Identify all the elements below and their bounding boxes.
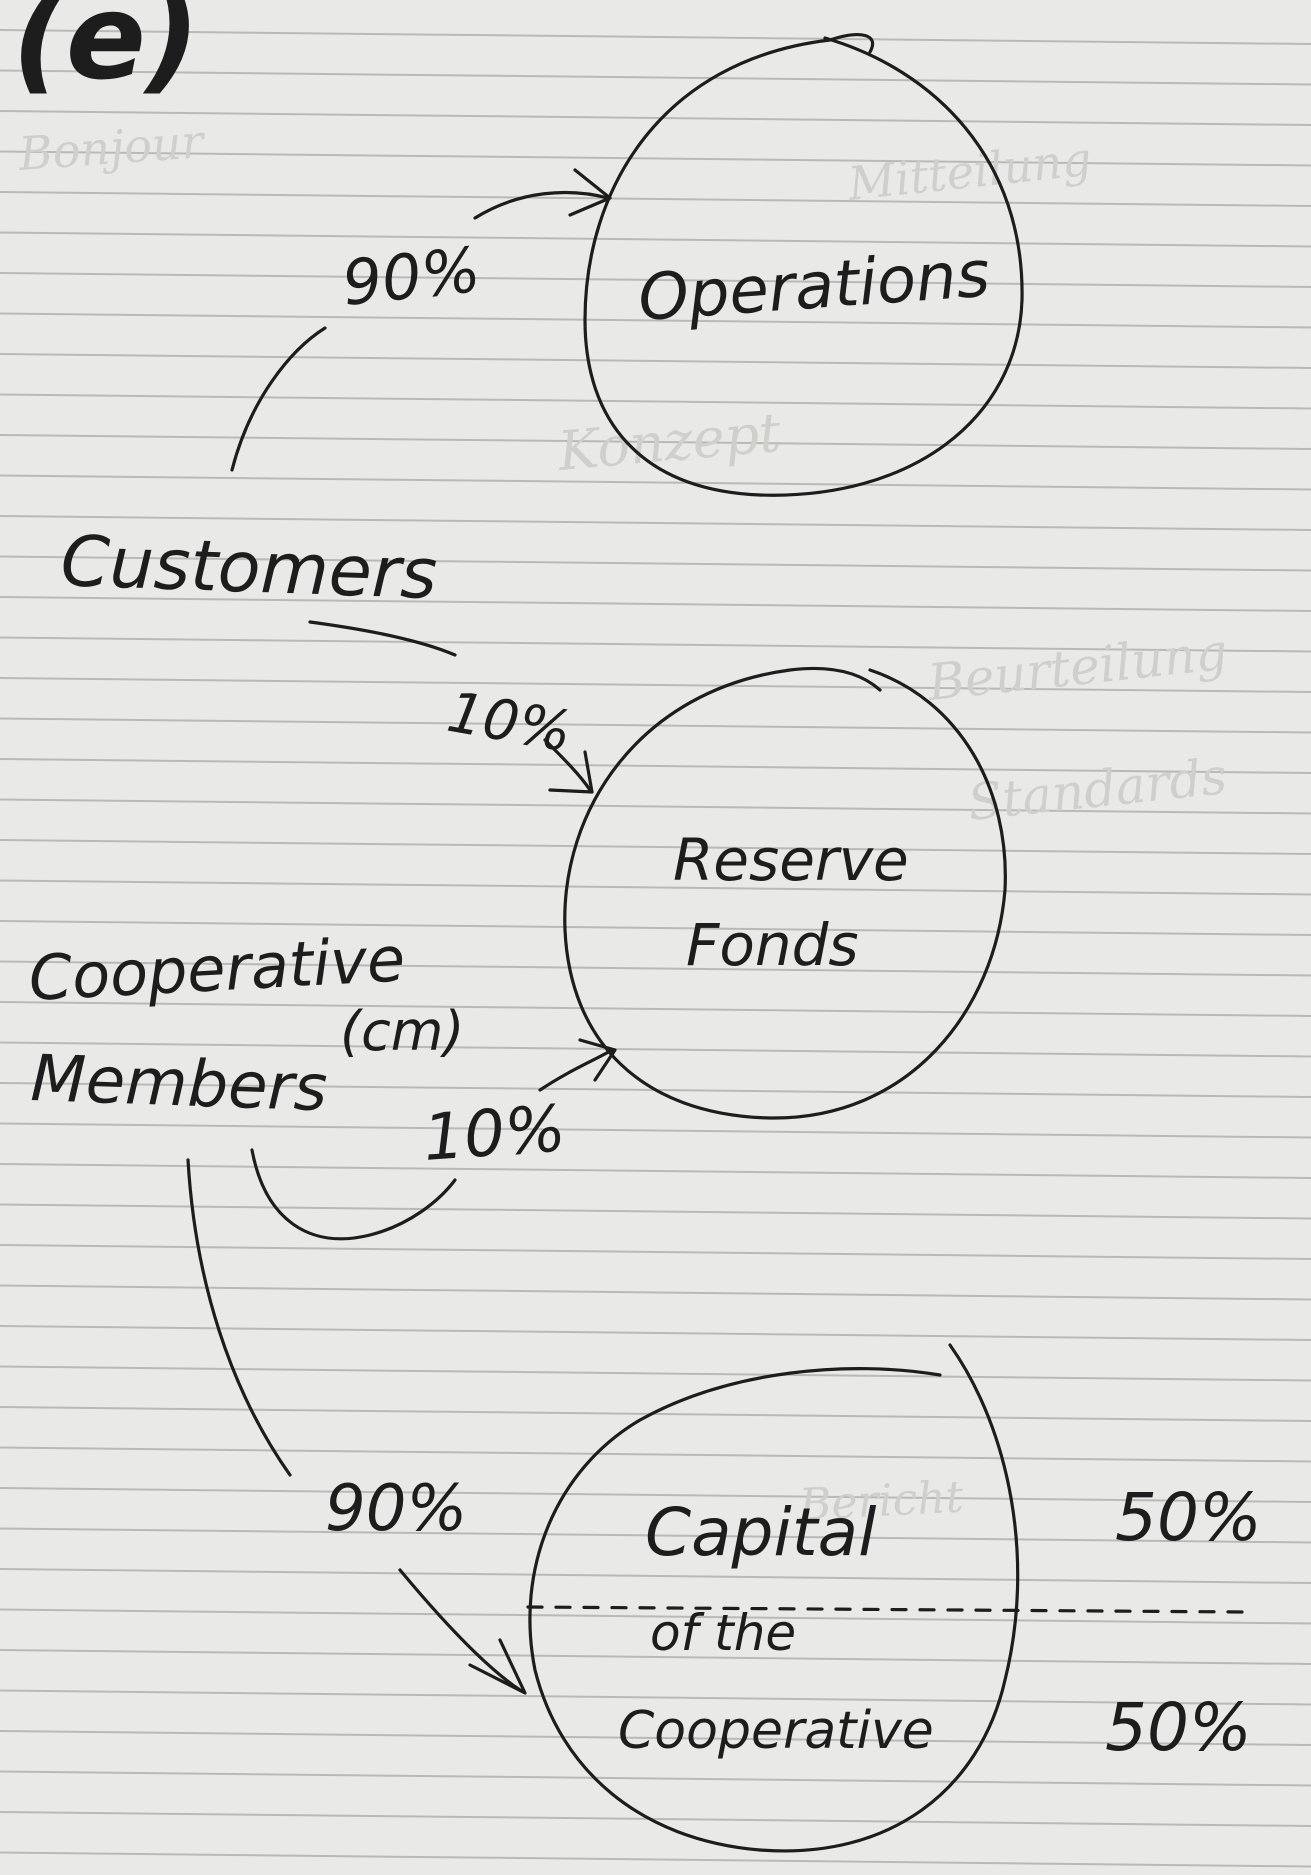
svg-text:Beurteilung: Beurteilung [924, 623, 1230, 712]
ruled-line [0, 312, 1311, 329]
ruled-line [0, 353, 1311, 369]
ruled-line [0, 1527, 1311, 1544]
ruled-line [0, 1851, 1311, 1868]
ruled-line [0, 1770, 1311, 1787]
ruled-line [0, 474, 1311, 491]
operations-circle [583, 33, 1024, 497]
reserve-label-line1: Reserve [673, 826, 909, 894]
ruled-lines [0, 29, 1311, 1868]
ruled-line [0, 150, 1311, 167]
ruled-line [0, 1446, 1311, 1463]
capital-circle [528, 1343, 1020, 1853]
members-abbrev: (cm) [340, 1000, 464, 1063]
ruled-line [0, 636, 1311, 653]
ruled-line [0, 596, 1311, 612]
ruled-line [0, 29, 1311, 45]
ruled-line [0, 69, 1311, 86]
ruled-line [0, 231, 1311, 248]
ruled-line [0, 272, 1311, 288]
arrow-members-to-reserve [250, 1048, 614, 1241]
ruled-line [0, 1203, 1311, 1220]
svg-text:Bonjour: Bonjour [16, 114, 208, 181]
capital-split-line [526, 1605, 1247, 1614]
arrowhead-operations [568, 168, 612, 217]
bleed-through-text: Bonjour Mitteilung Konzept Beurteilung S… [16, 114, 1230, 1531]
corner-mark: (e) [12, 0, 200, 106]
operations-label: Operations [636, 238, 992, 336]
ruled-line [0, 1811, 1311, 1827]
ruled-line [0, 920, 1311, 936]
ruled-line [0, 515, 1311, 531]
arrowhead-capital [468, 1638, 527, 1695]
arrow-customers-to-reserve [308, 620, 592, 792]
ruled-line [0, 1689, 1311, 1706]
arrow-members-to-capital [186, 1158, 522, 1692]
ruled-line [0, 555, 1311, 572]
ruled-line [0, 1325, 1311, 1341]
ruled-line [0, 1284, 1311, 1301]
reserve-circle [563, 666, 1007, 1120]
ruled-line [0, 1730, 1311, 1746]
customers-label: Customers [59, 520, 438, 615]
ruled-line [0, 393, 1311, 410]
svg-text:Mitteilung: Mitteilung [845, 132, 1094, 211]
arrow-customers-to-operations [230, 190, 610, 472]
svg-text:Standards: Standards [965, 747, 1229, 832]
pct-customers-to-reserve: 10% [443, 680, 577, 766]
ruled-line [0, 110, 1311, 126]
ruled-line [0, 1365, 1311, 1382]
arrowhead-reserve-bottom [578, 1038, 617, 1082]
ruled-line [0, 1649, 1311, 1665]
members-label-line2: Members [29, 1042, 328, 1126]
ruled-line [0, 879, 1311, 896]
svg-text:Konzept: Konzept [555, 401, 784, 483]
ruled-line [0, 1041, 1311, 1058]
ruled-line [0, 758, 1311, 774]
ruled-line [0, 1001, 1311, 1017]
svg-text:Bericht: Bericht [797, 1471, 965, 1531]
arrowhead-reserve-top [548, 750, 594, 794]
ruled-line [0, 1608, 1311, 1625]
capital-label-line2: of the [650, 1604, 796, 1662]
pct-split-lower: 50% [1105, 1689, 1252, 1766]
ruled-line [0, 191, 1311, 207]
ruled-line [0, 1406, 1311, 1422]
ruled-line [0, 960, 1311, 977]
ruled-line [0, 1163, 1311, 1179]
ruled-line [0, 839, 1311, 855]
ruled-line [0, 1568, 1311, 1584]
ruled-line [0, 1244, 1311, 1260]
ruled-line [0, 677, 1311, 693]
ruled-line [0, 434, 1311, 450]
reserve-label-line2: Fonds [686, 911, 859, 979]
pct-customers-to-operations: 90% [339, 233, 484, 320]
capital-label-line3: Cooperative [618, 1701, 934, 1761]
ruled-line [0, 1122, 1311, 1139]
pct-members-to-capital: 90% [325, 1472, 467, 1546]
pct-split-upper: 50% [1115, 1479, 1262, 1556]
capital-label-line1: Capital [645, 1494, 877, 1571]
pct-members-to-reserve: 10% [421, 1092, 568, 1176]
ruled-line [0, 1487, 1311, 1503]
ruled-line [0, 798, 1311, 815]
